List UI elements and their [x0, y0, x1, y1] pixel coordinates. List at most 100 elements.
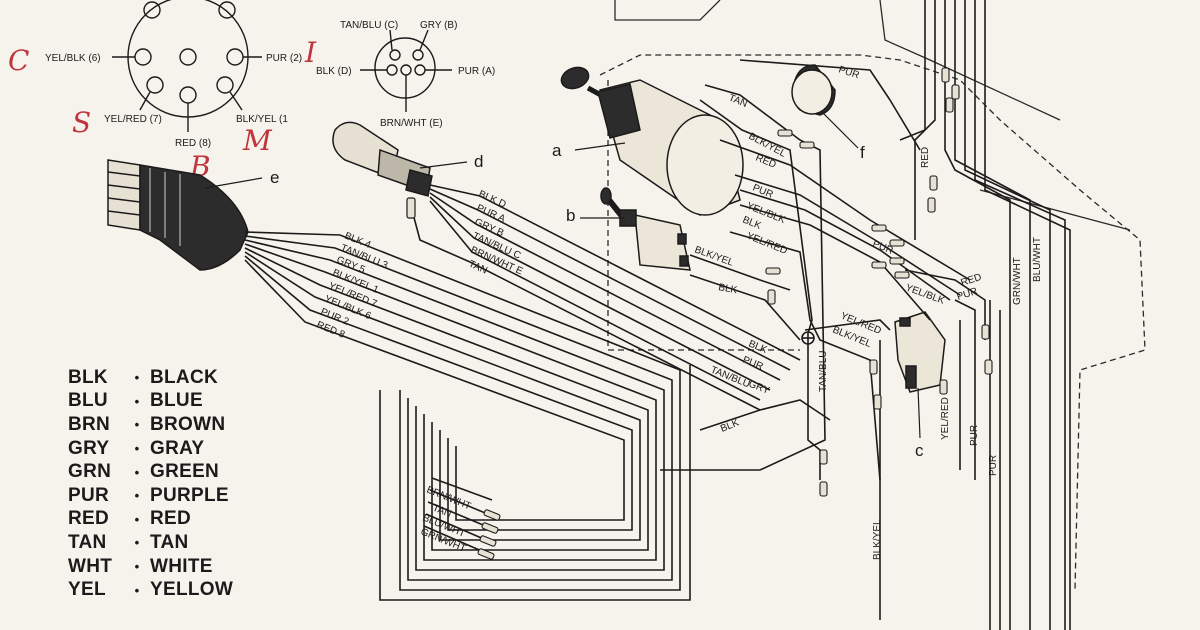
eight-pin-connector-face: [112, 0, 262, 132]
legend-abbr: BRN: [68, 413, 111, 435]
pin-label-brnwht-e: BRN/WHT (E): [380, 118, 443, 129]
legend-bullet: •: [134, 559, 140, 575]
wire-label-c-gry: GRY: [747, 379, 771, 397]
legend-color-name: YELLOW: [150, 579, 234, 601]
leader-a: [574, 142, 626, 151]
legend-row: YEL • YELLOW: [68, 578, 328, 602]
pin-label-yelred-7: YEL/RED (7): [104, 114, 162, 125]
legend-row: BLK•BLACK: [68, 366, 328, 390]
bullet-terminals: [765, 67, 993, 497]
loose-wire-terminals: [477, 509, 501, 560]
wire-label-r-yelblk: YEL/BLK: [904, 282, 946, 306]
wire-label-ks-blk: BLK: [741, 215, 763, 232]
pin-label-tanblu-c: TAN/BLU (C): [340, 20, 398, 31]
legend-color-name: WHITE: [150, 555, 213, 577]
leader-e: [204, 177, 263, 189]
harness-plug-e: [107, 159, 249, 271]
legend-abbr: BLU: [68, 390, 108, 412]
harness-e-wire-bundle: [244, 231, 691, 601]
leader-d: [419, 161, 468, 169]
legend-abbr: WHT: [68, 555, 113, 577]
leader-f: [821, 111, 859, 149]
legend-color-name: GRAY: [150, 437, 205, 459]
wire-label-r-grnwht: GRN/WHT: [1012, 257, 1023, 305]
leader-c: [917, 387, 921, 439]
legend-row: GRY • GRAY: [68, 437, 328, 461]
handwritten-i: I: [304, 36, 317, 69]
legend-row: BRN • BROWN: [68, 413, 328, 437]
legend-row: PUR • PURPLE: [68, 484, 328, 508]
pin-label-blkyel-1: BLK/YEL (1: [236, 114, 288, 125]
wire-label-r-bluwht: BLU/WHT: [1032, 237, 1043, 282]
wire-label-ks-tan: TAN: [727, 93, 749, 110]
legend-abbr: TAN: [68, 531, 107, 553]
key-switch-wire-bundle: [660, 59, 971, 481]
handwritten-m: M: [242, 124, 273, 157]
handwritten-c: C: [8, 44, 29, 77]
wire-label-r-pur: PUR: [837, 64, 860, 81]
component-label-d: d: [474, 152, 483, 171]
component-label-e: e: [270, 168, 279, 187]
legend-bullet: •: [134, 535, 140, 551]
legend-color-name: BLACK: [150, 366, 218, 388]
legend-abbr: GRY: [68, 437, 110, 459]
legend-abbr: GRN: [68, 461, 112, 483]
legend-color-name: RED: [150, 508, 192, 530]
legend-color-name: BLUE: [150, 390, 203, 412]
wire-label-r-pur-4: PUR: [969, 425, 980, 446]
pin-label-blk-d: BLK (D): [316, 66, 352, 77]
legend-row: RED • RED: [68, 508, 328, 532]
legend-bullet: •: [134, 393, 140, 409]
component-label-b: b: [566, 206, 575, 225]
component-label-f: f: [860, 143, 865, 162]
legend-bullet: •: [134, 488, 140, 504]
wire-label-c-pur: PUR: [741, 355, 765, 373]
wire-label-r-red: RED: [920, 147, 931, 168]
legend-abbr: PUR: [68, 484, 110, 506]
toggle-switch-b: [600, 187, 691, 271]
harness-plug-d: [332, 121, 433, 197]
wire-label-ks-yelred: YEL/RED: [745, 231, 789, 257]
legend-row: TAN • TAN: [68, 531, 328, 555]
pin-label-pur-a: PUR (A): [458, 66, 495, 77]
choke-solenoid-c: [894, 311, 946, 393]
legend-bullet: •: [134, 417, 140, 433]
legend-row: BLU • BLUE: [68, 390, 328, 414]
warning-horn-f: [791, 64, 836, 116]
pin-label-yelblk-6: YEL/BLK (6): [45, 53, 101, 64]
pin-label-pur-2: PUR (2): [266, 53, 302, 64]
pin-label-gry-b: GRY (B): [420, 20, 457, 31]
ignition-key-switch-a: [560, 66, 744, 216]
loose-wire-bundle: [423, 477, 493, 553]
harness-d-wire-bundle: [411, 184, 801, 411]
legend-color-name: TAN: [150, 531, 189, 553]
terminal-d: [406, 197, 416, 219]
wire-label-ks-red: RED: [754, 153, 778, 171]
handwritten-s: S: [72, 106, 91, 139]
component-label-a: a: [552, 141, 562, 160]
legend-color-name: PURPLE: [150, 484, 229, 506]
center-junction: [699, 331, 831, 480]
component-label-c: c: [915, 441, 924, 460]
legend-abbr: RED: [68, 508, 110, 530]
legend-bullet: •: [134, 582, 140, 598]
legend-color-name: GREEN: [150, 461, 220, 483]
cowl-outline: [599, 0, 1146, 591]
pin-label-red-8: RED (8): [175, 138, 211, 149]
wire-label-r-pur-2: PUR: [956, 286, 979, 303]
legend-color-name: BROWN: [150, 413, 226, 435]
five-pin-connector-face: [360, 29, 452, 112]
wire-label-r-pur-5: PUR: [988, 455, 999, 476]
legend-abbr: BLK: [68, 366, 108, 388]
wire-label-c-tanblu-2: TAN/BLU: [818, 351, 829, 393]
right-wire-bundle: [879, 0, 1071, 630]
wire-label-c-blk-2: BLK: [719, 417, 741, 434]
legend-bullet: •: [134, 511, 140, 527]
legend-abbr: YEL: [68, 579, 106, 601]
legend-bullet: •: [134, 441, 140, 457]
wire-label-r-yelred-2: YEL/RED: [940, 397, 951, 440]
legend-bullet: •: [134, 464, 140, 480]
